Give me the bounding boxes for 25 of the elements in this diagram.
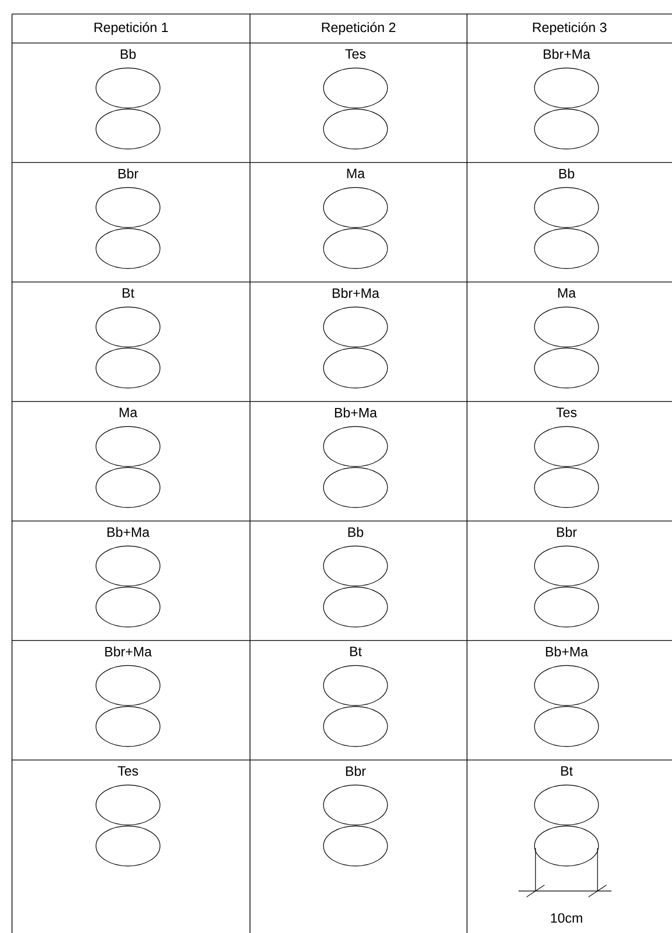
treatment-label: Bb bbox=[120, 49, 136, 59]
treatment-label: Bbr+Ma bbox=[105, 646, 152, 656]
treatment-label: Ma bbox=[558, 288, 576, 298]
treatment-label: Bbr bbox=[557, 527, 577, 537]
treatment-label: Bt bbox=[122, 288, 134, 298]
treatment-label: Bt bbox=[561, 766, 573, 776]
column-header: Repetición 2 bbox=[322, 22, 396, 35]
treatment-label: Bb+Ma bbox=[546, 646, 588, 656]
treatment-label: Bb bbox=[348, 527, 364, 537]
dimension-label: 10cm bbox=[551, 913, 582, 923]
treatment-label: Tes bbox=[345, 49, 366, 59]
treatment-label: Bbr bbox=[346, 766, 366, 776]
column-header: Repetición 1 bbox=[94, 22, 168, 35]
treatment-label: Bbr+Ma bbox=[332, 288, 380, 298]
treatment-label: Bbr bbox=[118, 168, 138, 178]
treatment-label: Ma bbox=[120, 408, 138, 418]
treatment-label: Bb bbox=[559, 168, 574, 178]
treatment-label: Ma bbox=[347, 168, 365, 178]
treatment-label: Bb+Ma bbox=[108, 527, 150, 537]
treatment-label: Bt bbox=[350, 646, 362, 656]
treatment-label: Bbr+Ma bbox=[544, 49, 590, 59]
treatment-label: Tes bbox=[556, 408, 577, 418]
treatment-label: Tes bbox=[118, 766, 138, 776]
treatment-label: Bb+Ma bbox=[335, 408, 378, 418]
column-header: Repetición 3 bbox=[533, 22, 606, 35]
